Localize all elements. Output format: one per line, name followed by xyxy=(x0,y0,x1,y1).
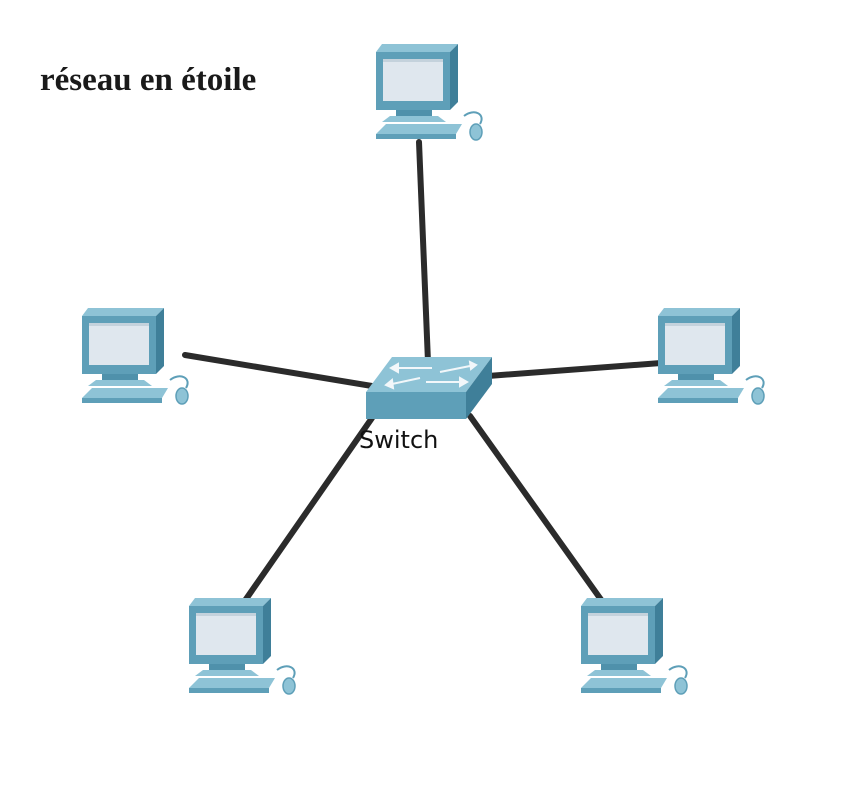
computer-icon xyxy=(188,597,296,695)
computer-right[interactable] xyxy=(657,307,765,405)
switch-label: Switch xyxy=(359,426,438,454)
cables xyxy=(182,139,664,605)
computer-icon xyxy=(375,43,483,141)
cable-top xyxy=(416,139,431,365)
computer-bottom-left[interactable] xyxy=(188,597,296,695)
computer-top[interactable] xyxy=(375,43,483,141)
cable-right xyxy=(485,360,664,379)
network-switch[interactable]: Switch xyxy=(359,357,492,454)
computer-left[interactable] xyxy=(81,307,189,405)
cable-bottom-right xyxy=(467,413,605,604)
page-title: réseau en étoile xyxy=(40,62,257,98)
cable-left xyxy=(182,352,375,389)
cable-bottom-left xyxy=(241,415,375,605)
switch-icon xyxy=(366,357,492,419)
computer-icon xyxy=(580,597,688,695)
computer-bottom-right[interactable] xyxy=(580,597,688,695)
computer-icon xyxy=(81,307,189,405)
computer-icon xyxy=(657,307,765,405)
